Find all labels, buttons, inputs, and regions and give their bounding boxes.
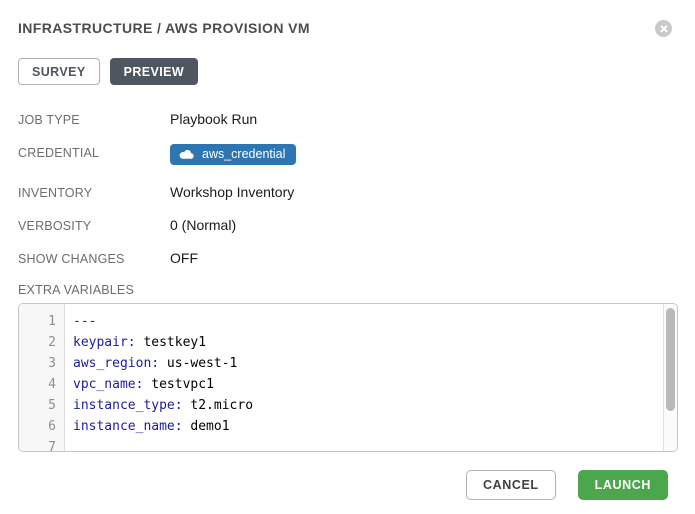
- job-details: JOB TYPE Playbook Run CREDENTIAL aws_cre…: [18, 111, 678, 266]
- detail-row-credential: CREDENTIAL aws_credential: [18, 144, 678, 165]
- credential-label: CREDENTIAL: [18, 146, 100, 160]
- tab-preview[interactable]: PREVIEW: [109, 58, 199, 85]
- verbosity-value: 0 (Normal): [170, 217, 237, 233]
- code-line: aws_region: us-west-1: [73, 356, 238, 371]
- modal-header: INFRASTRUCTURE / AWS PROVISION VM: [18, 18, 678, 37]
- line-number: 7: [48, 440, 56, 452]
- editor-code-area[interactable]: --- keypair: testkey1 aws_region: us-wes…: [65, 304, 677, 451]
- job-type-label: JOB TYPE: [18, 113, 80, 127]
- close-icon[interactable]: [655, 20, 672, 37]
- editor-line-number-gutter: 1 2 3 4 5 6 7: [19, 304, 65, 451]
- code-line: ---: [73, 314, 97, 329]
- inventory-label: INVENTORY: [18, 186, 93, 200]
- extra-variables-label: EXTRA VARIABLES: [18, 283, 135, 297]
- inventory-value: Workshop Inventory: [170, 184, 295, 200]
- cloud-icon: [179, 149, 194, 159]
- code-line: instance_type: t2.micro: [73, 398, 254, 413]
- line-number: 2: [48, 335, 56, 350]
- page-title: INFRASTRUCTURE / AWS PROVISION VM: [18, 20, 310, 36]
- credential-badge[interactable]: aws_credential: [170, 144, 297, 165]
- code-line: vpc_name: testvpc1: [73, 377, 214, 392]
- detail-row-job-type: JOB TYPE Playbook Run: [18, 111, 678, 127]
- line-number: 4: [48, 377, 56, 392]
- line-number: 6: [48, 419, 56, 434]
- modal-footer: CANCEL LAUNCH: [18, 470, 668, 500]
- show-changes-label: SHOW CHANGES: [18, 252, 125, 266]
- verbosity-label: VERBOSITY: [18, 219, 92, 233]
- line-number: 3: [48, 356, 56, 371]
- show-changes-value: OFF: [170, 250, 198, 266]
- line-number: 1: [48, 314, 56, 329]
- cancel-button[interactable]: CANCEL: [465, 470, 556, 500]
- code-line: keypair: testkey1: [73, 335, 207, 350]
- editor-scrollbar-track[interactable]: [663, 304, 677, 451]
- line-number: 5: [48, 398, 56, 413]
- extra-variables-editor[interactable]: 1 2 3 4 5 6 7 --- keypair: testkey1 aws_…: [18, 303, 678, 452]
- detail-row-verbosity: VERBOSITY 0 (Normal): [18, 217, 678, 233]
- tab-survey[interactable]: SURVEY: [18, 58, 100, 85]
- tab-bar: SURVEY PREVIEW: [18, 58, 678, 85]
- launch-button[interactable]: LAUNCH: [577, 470, 668, 500]
- credential-badge-label: aws_credential: [202, 147, 286, 161]
- editor-scrollbar-thumb[interactable]: [666, 308, 675, 411]
- detail-row-show-changes: SHOW CHANGES OFF: [18, 250, 678, 266]
- job-type-value: Playbook Run: [170, 111, 258, 127]
- detail-row-inventory: INVENTORY Workshop Inventory: [18, 184, 678, 200]
- code-line: instance_name: demo1: [73, 419, 230, 434]
